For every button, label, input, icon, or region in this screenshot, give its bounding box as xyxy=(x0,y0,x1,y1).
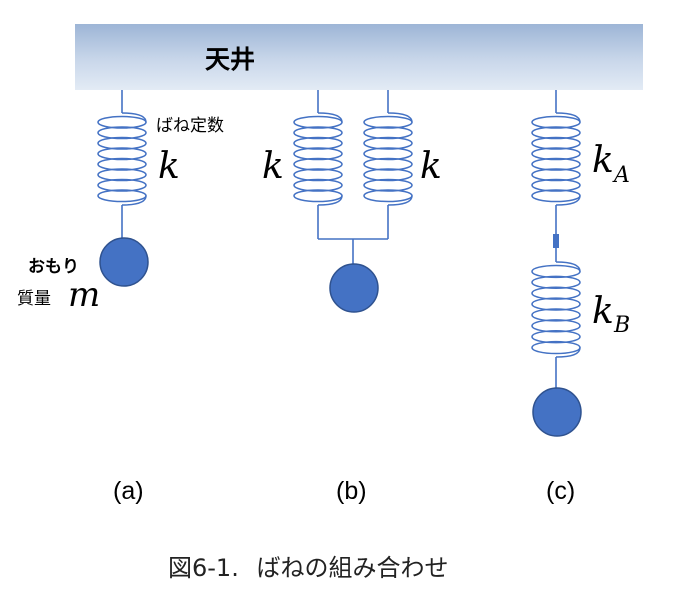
spring-b-left-coil xyxy=(293,112,343,206)
panel-label-a: (a) xyxy=(113,477,144,505)
panel-label-b: (b) xyxy=(336,477,367,505)
spring-constant-label: ばね定数 xyxy=(156,116,224,136)
spring-c-top-coil xyxy=(531,112,581,206)
weight-label: おもり xyxy=(28,257,79,277)
spring-b-right-coil xyxy=(363,112,413,206)
panel-label-c: (c) xyxy=(546,477,575,505)
figure-caption: 図6-1. ばねの組み合わせ xyxy=(168,554,448,582)
spring-c-bottom-coil xyxy=(531,261,581,358)
mass-label: 質量 xyxy=(17,289,51,309)
figure-number: 図6-1. xyxy=(168,554,239,582)
mass-symbol: m xyxy=(68,275,100,315)
spring-a-k-symbol: k xyxy=(158,146,180,187)
figure-title: ばねの組み合わせ xyxy=(256,554,448,582)
ceiling xyxy=(75,24,643,90)
spring-b-left-k-symbol: k xyxy=(262,146,284,187)
spring-b-right-k-symbol: k xyxy=(420,146,442,187)
springs-layer xyxy=(97,112,581,358)
spring-c-top-subscript: A xyxy=(612,163,630,188)
spring-c-top-k-symbol: k xyxy=(592,140,614,181)
weight-c xyxy=(532,387,582,437)
spring-connector-c xyxy=(553,234,559,248)
ceiling-label: 天井 xyxy=(205,45,255,74)
spring-a-coil xyxy=(97,112,147,206)
spring-c-bottom-subscript: B xyxy=(613,313,630,338)
spring-c-bottom-k-symbol: k xyxy=(592,291,614,332)
weight-a xyxy=(99,237,149,287)
weight-b xyxy=(329,263,379,313)
